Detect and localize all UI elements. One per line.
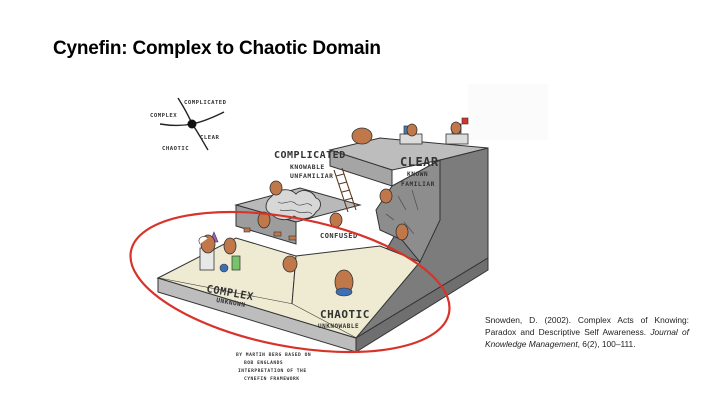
mini-label-chaotic: CHAOTIC: [162, 146, 189, 152]
label-unknowable: UNKNOWABLE: [318, 323, 359, 330]
character-icon: [257, 211, 271, 229]
label-clear: CLEAR: [400, 155, 439, 169]
character-icon: [395, 223, 409, 241]
citation-journal: Journal of Knowledge Management: [485, 327, 690, 349]
mini-cynefin-diagram: COMPLICATED COMPLEX CLEAR CHAOTIC: [150, 97, 227, 152]
label-unfamiliar: UNFAMILIAR: [290, 172, 333, 180]
character-icon: [379, 188, 393, 204]
mini-label-complicated: COMPLICATED: [184, 100, 227, 106]
credit-line-3: INTERPRETATION OF THE: [238, 368, 307, 374]
character-icon: [223, 237, 237, 255]
label-complicated: COMPLICATED: [274, 150, 346, 161]
characters: [200, 121, 462, 295]
character-icon: [406, 123, 418, 137]
credit-line-1: BY MARTIN BERG BASED ON: [236, 352, 311, 358]
blank-patch: [468, 84, 548, 140]
label-knowable: KNOWABLE: [290, 163, 325, 171]
slide-title: Cynefin: Complex to Chaotic Domain: [53, 38, 381, 59]
mini-label-complex: COMPLEX: [150, 113, 177, 119]
credit-line-2: BOB ENGLANDS: [244, 360, 283, 366]
citation-text: Snowden, D. (2002). Complex Acts of Know…: [485, 315, 689, 337]
lab-equipment: [199, 231, 241, 273]
label-familiar: FAMILIAR: [401, 181, 435, 188]
citation-volume: , 6(2), 100–111.: [577, 339, 636, 349]
mini-label-clear: CLEAR: [200, 135, 219, 141]
character-icon: [282, 255, 298, 273]
label-known: KNOWN: [407, 171, 428, 178]
cliff-rock: [375, 159, 441, 263]
character-icon: [269, 180, 283, 196]
ladder-icon: [333, 167, 357, 213]
mini-center-dot: [187, 119, 197, 129]
credit-line-4: CYNEFIN FRAMEWORK: [244, 376, 300, 382]
label-chaotic: CHAOTIC: [320, 308, 370, 321]
citation: Snowden, D. (2002). Complex Acts of Know…: [485, 314, 689, 350]
label-confused: CONFUSED: [320, 232, 358, 240]
character-icon: [351, 127, 373, 145]
highlight-ellipse: [129, 210, 451, 354]
character-icon: [450, 121, 462, 135]
